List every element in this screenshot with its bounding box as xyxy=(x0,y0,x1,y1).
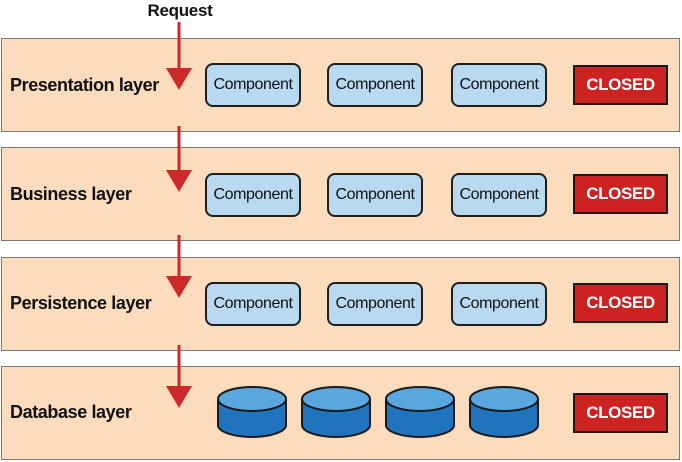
arrow-down-icon xyxy=(166,126,192,192)
closed-badge: CLOSED xyxy=(573,393,668,433)
component-box: Component xyxy=(327,173,423,217)
closed-badge: CLOSED xyxy=(573,65,668,105)
component-box: Component xyxy=(451,63,547,107)
layer-label: Persistence layer xyxy=(10,293,152,313)
arrow-down-icon xyxy=(166,345,192,408)
database-icon xyxy=(385,386,455,438)
layer-label: Database layer xyxy=(10,402,132,422)
database-icon xyxy=(217,386,287,438)
component-box: Component xyxy=(205,282,301,326)
request-label: Request xyxy=(147,1,213,20)
arrow-down-icon xyxy=(166,235,192,298)
layer-label: Business layer xyxy=(10,184,132,204)
arrow-down-icon xyxy=(166,22,192,90)
component-box: Component xyxy=(205,173,301,217)
database-icon xyxy=(469,386,539,438)
component-box: Component xyxy=(205,63,301,107)
component-box: Component xyxy=(451,282,547,326)
layer-label: Presentation layer xyxy=(10,75,159,95)
database-icon xyxy=(301,386,371,438)
business-layer: Business layer Component Component Compo… xyxy=(1,147,680,241)
closed-badge: CLOSED xyxy=(573,283,668,323)
component-box: Component xyxy=(327,282,423,326)
presentation-layer: Presentation layer Component Component C… xyxy=(1,38,680,132)
component-box: Component xyxy=(327,63,423,107)
persistence-layer: Persistence layer Component Component Co… xyxy=(1,257,680,351)
component-box: Component xyxy=(451,173,547,217)
closed-badge: CLOSED xyxy=(573,174,668,214)
